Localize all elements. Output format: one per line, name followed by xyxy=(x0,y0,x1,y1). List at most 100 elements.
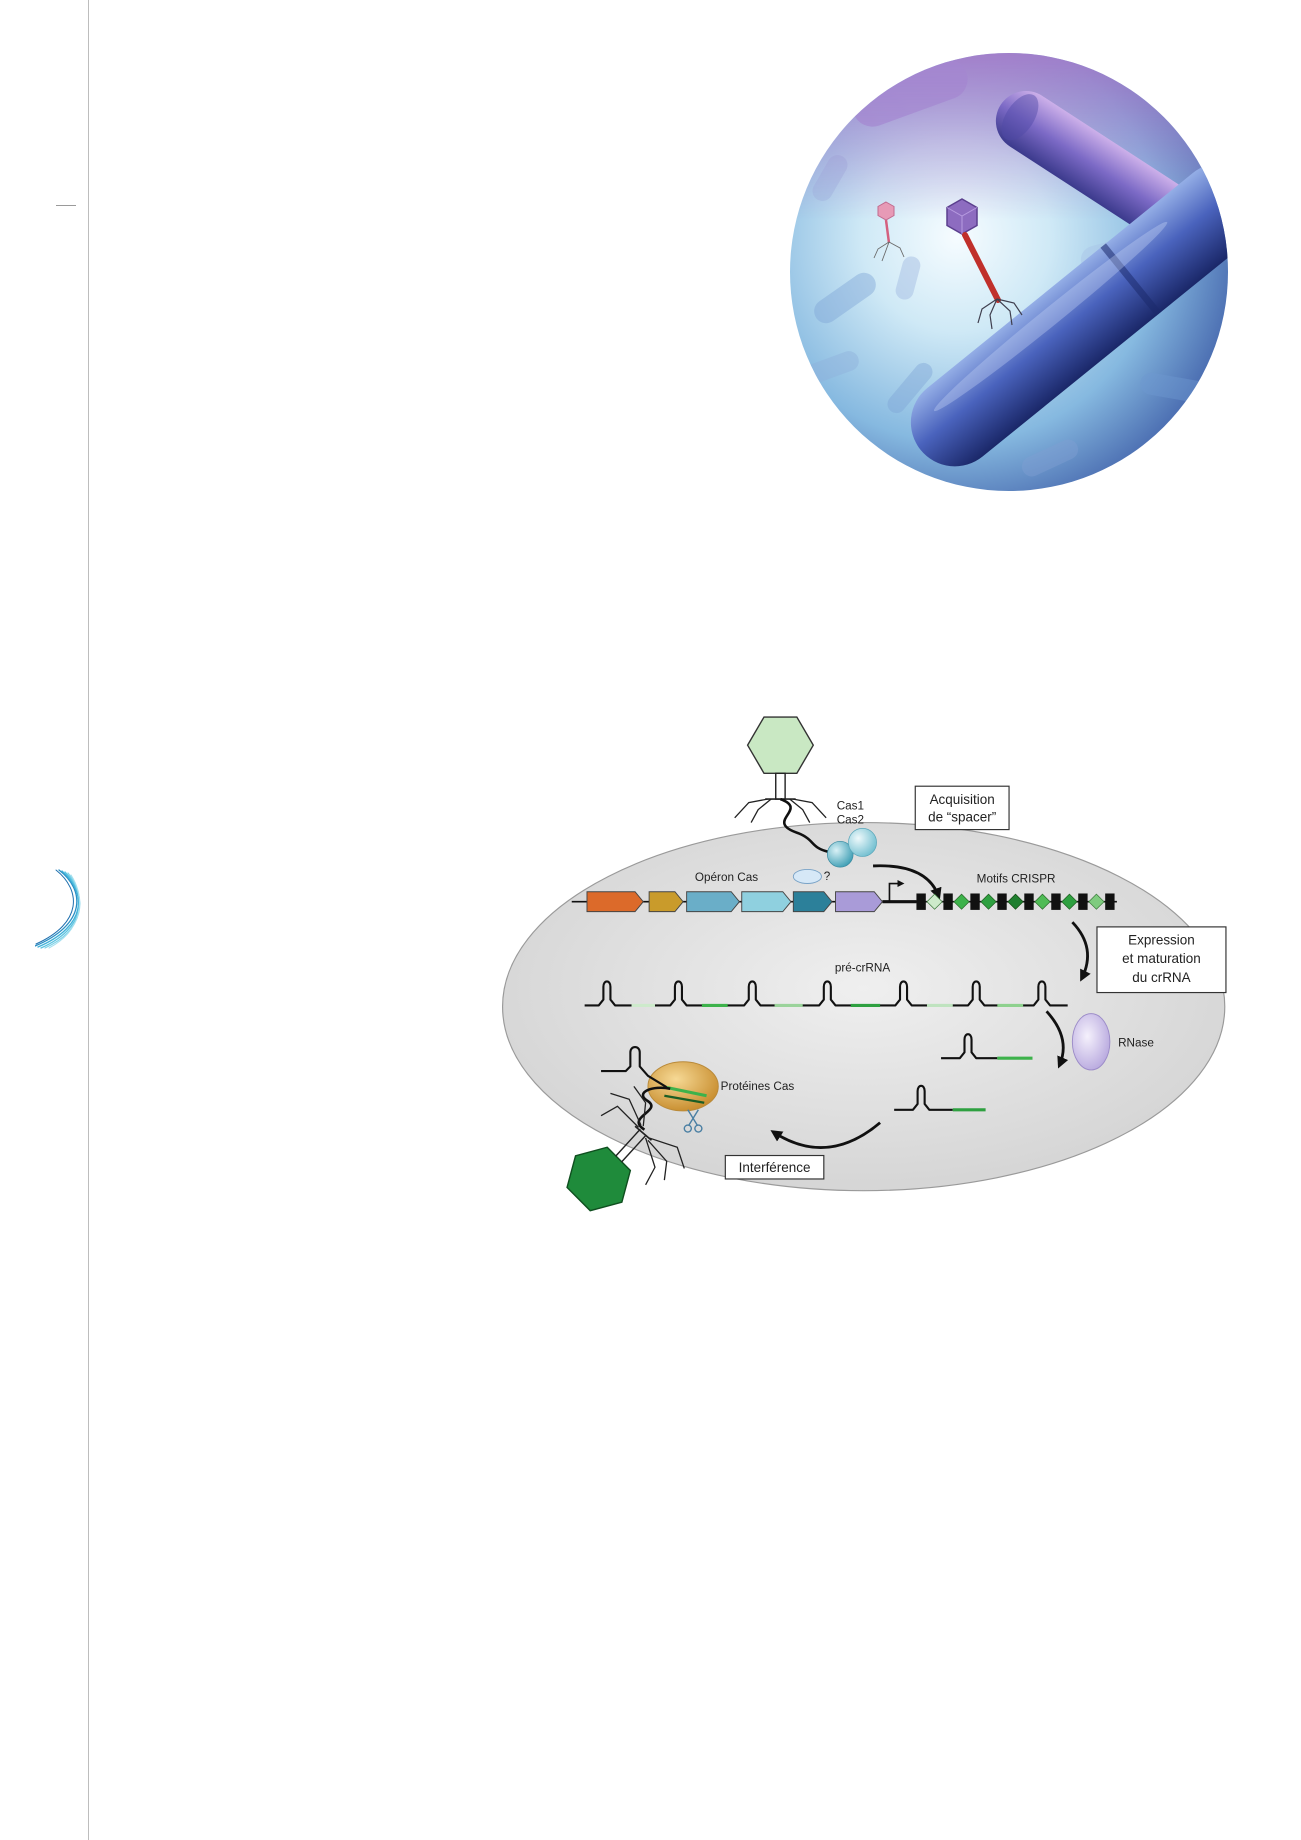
acquisition-label-line1: Acquisition xyxy=(930,792,995,807)
crispr-mechanism-diagram: ? Cas1 Cas2 Acquisition de “spacer” Opér… xyxy=(501,716,1227,1212)
logo-arc xyxy=(48,874,80,949)
crispr-repeat xyxy=(1078,893,1088,910)
phage-head xyxy=(746,716,815,775)
scissors-icon xyxy=(683,1109,703,1133)
crispr-spacer xyxy=(1088,893,1105,910)
phage-tail xyxy=(621,1134,647,1163)
phage-dna xyxy=(779,797,829,854)
crispr-spacer xyxy=(1034,893,1051,910)
scissors-blade xyxy=(688,1109,699,1126)
crispr-repeat xyxy=(997,893,1007,910)
crispr-repeat xyxy=(1051,893,1061,910)
phage-leg xyxy=(789,798,811,823)
cas-proteins-label: Protéines Cas xyxy=(721,1080,795,1093)
cas1-label: Cas1 xyxy=(837,800,864,813)
phage-leg xyxy=(644,1137,656,1186)
expression-box-frame xyxy=(1096,926,1227,994)
bacterium-septum xyxy=(1100,243,1162,317)
unknown-protein-label: ? xyxy=(824,870,831,883)
phage-leg xyxy=(793,798,827,819)
target-dna-strand xyxy=(664,1094,705,1104)
purple-bacterium xyxy=(852,59,968,127)
bacterium-end xyxy=(1001,94,1039,141)
pre-crrna-label: pré-crRNA xyxy=(835,961,891,974)
crispr-repeat xyxy=(916,893,926,910)
pre-crrna-transcript xyxy=(584,980,1068,1007)
interference-box-frame xyxy=(724,1154,825,1180)
rnase-label: RNase xyxy=(1118,1036,1154,1049)
phage-leg xyxy=(977,298,998,324)
operon-label: Opéron Cas xyxy=(695,871,758,884)
small-phage-tail xyxy=(884,219,891,244)
cas-protein-complex xyxy=(647,1061,719,1112)
bacterium-highlight xyxy=(933,221,1168,412)
crescent-logo-icon xyxy=(35,869,81,949)
crispr-label: Motifs CRISPR xyxy=(977,872,1056,885)
cas2-label: Cas2 xyxy=(837,814,864,827)
left-margin-rule xyxy=(88,0,89,1840)
mature-crrna xyxy=(941,1033,998,1060)
phage-leg xyxy=(610,1092,642,1126)
acquisition-label-line2: de “spacer” xyxy=(928,809,996,824)
phage-tail xyxy=(615,1128,641,1157)
phage-leg xyxy=(633,1085,647,1127)
crispr-array xyxy=(916,893,1115,910)
interference-box: Interférence xyxy=(724,1154,825,1180)
crispr-repeat xyxy=(1105,893,1115,910)
phage-leg xyxy=(647,1139,668,1181)
infecting-phage xyxy=(734,716,827,823)
crispr-spacer xyxy=(980,893,997,910)
cas-gene xyxy=(648,891,684,913)
cas-operon xyxy=(586,891,884,913)
expression-box: Expression et maturation du crRNA xyxy=(1096,926,1227,994)
rnase-enzyme xyxy=(1071,1013,1111,1071)
scissors-blade xyxy=(687,1109,698,1126)
acquisition-box: Acquisition de “spacer” xyxy=(914,785,1010,831)
phage-leg xyxy=(648,1137,685,1169)
maturation-arrow xyxy=(1045,1010,1069,1069)
interference-label: Interférence xyxy=(739,1160,811,1175)
small-phage-leg xyxy=(881,241,890,262)
small-phage-head xyxy=(877,201,895,221)
logo-arc xyxy=(37,870,79,948)
phage-leg xyxy=(996,298,1013,326)
mature-crrna xyxy=(894,1084,953,1111)
unknown-protein xyxy=(792,868,822,884)
phage-head xyxy=(566,1146,632,1212)
scissors-handle xyxy=(683,1124,693,1133)
cas-gene xyxy=(686,891,741,913)
bacteriophage-illustration xyxy=(790,53,1228,491)
small-phage-leg xyxy=(873,241,890,259)
crispr-repeat xyxy=(1024,893,1034,910)
expression-label-line1: Expression xyxy=(1128,932,1195,947)
phage-leg xyxy=(750,798,772,823)
acquisition-arrow xyxy=(872,864,942,900)
phage-tail xyxy=(775,772,786,800)
cas1-protein xyxy=(826,840,854,868)
logo-arc xyxy=(35,869,74,945)
cas-gene xyxy=(792,891,833,913)
margin-tick-mark xyxy=(56,205,76,206)
expression-arrow xyxy=(1071,921,1091,982)
phage-leg xyxy=(996,298,1023,316)
guide-crrna-spacer xyxy=(666,1086,707,1098)
cas2-protein xyxy=(848,828,877,857)
logo-arc xyxy=(40,871,80,949)
phage-leg xyxy=(989,298,998,330)
bacterium-body xyxy=(910,163,1228,467)
logo-arc xyxy=(35,869,78,947)
phage-tail xyxy=(962,232,1001,303)
crispr-spacer xyxy=(953,893,970,910)
promoter-arrow xyxy=(888,880,905,902)
small-phage xyxy=(873,201,905,262)
expression-label-line2: et maturation xyxy=(1122,951,1201,966)
phage-leg xyxy=(600,1105,640,1128)
crispr-spacer xyxy=(1007,893,1024,910)
crispr-repeat xyxy=(970,893,980,910)
cas-gene xyxy=(741,891,792,913)
small-phage-leg xyxy=(888,241,905,258)
purple-phage xyxy=(946,198,1023,330)
cas-gene xyxy=(835,891,884,913)
targeted-phage xyxy=(566,1085,685,1212)
